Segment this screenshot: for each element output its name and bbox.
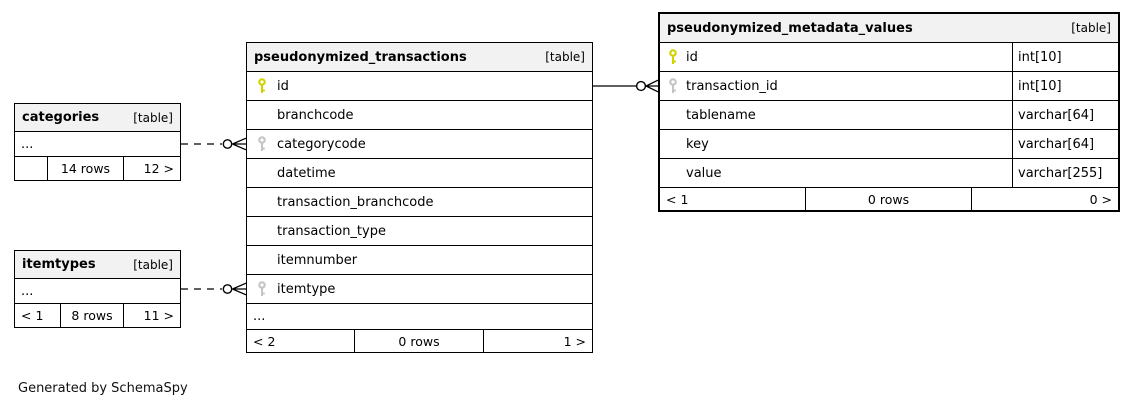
column-row-categorycode: categorycode	[247, 130, 592, 159]
column-row-itemnumber: itemnumber	[247, 246, 592, 275]
footer-parents: < 1	[660, 188, 806, 210]
table-pseudonymized-transactions[interactable]: pseudonymized_transactions [table] id br…	[246, 42, 593, 353]
footer-row-count: 8 rows	[61, 304, 124, 327]
column-name: value	[686, 165, 722, 181]
table-itemtypes[interactable]: itemtypes [table] ... < 1 8 rows 11 >	[14, 250, 181, 328]
table-pseudonymized-transactions-footer: < 2 0 rows 1 >	[247, 330, 592, 352]
column-name: id	[277, 78, 289, 94]
table-pseudonymized-metadata-values-header[interactable]: pseudonymized_metadata_values [table]	[660, 14, 1118, 43]
column-row-id: id int[10]	[660, 43, 1118, 72]
table-categories[interactable]: categories [table] ... 14 rows 12 >	[14, 103, 181, 181]
table-title[interactable]: itemtypes	[22, 257, 96, 272]
column-type: varchar[64]	[1012, 101, 1118, 129]
column-type: int[10]	[1012, 72, 1118, 100]
footer-children: 12 >	[143, 161, 174, 176]
table-itemtypes-header[interactable]: itemtypes [table]	[15, 251, 180, 279]
table-pseudonymized-metadata-values[interactable]: pseudonymized_metadata_values [table] id…	[658, 12, 1120, 212]
column-name: datetime	[277, 165, 336, 181]
column-row-branchcode: branchcode	[247, 101, 592, 130]
table-title[interactable]: pseudonymized_transactions	[254, 49, 467, 65]
collapsed-columns-row: ...	[247, 304, 592, 330]
primary-key-icon	[247, 78, 277, 94]
footer-parents	[15, 157, 48, 180]
column-row-tablename: tablename varchar[64]	[660, 101, 1118, 130]
column-row-transaction-id: transaction_id int[10]	[660, 72, 1118, 101]
table-pseudonymized-transactions-header[interactable]: pseudonymized_transactions [table]	[247, 43, 592, 72]
ellipsis-label: ...	[253, 309, 266, 324]
foreign-key-icon	[660, 78, 686, 94]
column-row-key: key varchar[64]	[660, 130, 1118, 159]
table-itemtypes-footer: < 1 8 rows 11 >	[15, 304, 180, 327]
table-categories-footer: 14 rows 12 >	[15, 157, 180, 180]
relationship-categories-categorycode	[181, 137, 247, 151]
column-row-itemtype: itemtype	[247, 275, 592, 304]
table-type-badge: [table]	[1071, 21, 1111, 35]
footer-children: 0 >	[1089, 191, 1112, 207]
table-type-badge: [table]	[133, 257, 173, 272]
column-name: categorycode	[277, 136, 366, 152]
column-row-transaction-type: transaction_type	[247, 217, 592, 246]
column-row-transaction-branchcode: transaction_branchcode	[247, 188, 592, 217]
column-name: tablename	[686, 107, 756, 123]
footer-children: 1 >	[563, 333, 586, 349]
column-row-value: value varchar[255]	[660, 159, 1118, 188]
column-type: int[10]	[1012, 43, 1118, 71]
foreign-key-icon	[247, 281, 277, 297]
column-row-datetime: datetime	[247, 159, 592, 188]
relationship-id-transaction-id	[593, 79, 659, 93]
column-name: id	[686, 49, 698, 65]
column-name: branchcode	[277, 107, 354, 123]
ellipsis-label: ...	[21, 283, 34, 299]
table-type-badge: [table]	[133, 110, 173, 125]
footer-children: 11 >	[143, 308, 174, 323]
table-type-badge: [table]	[545, 50, 585, 64]
footer-row-count: 0 rows	[806, 188, 972, 210]
relationship-itemtypes-itemtype	[181, 282, 247, 296]
column-name: transaction_type	[277, 223, 386, 239]
table-title[interactable]: pseudonymized_metadata_values	[667, 20, 913, 36]
footer-row-count: 14 rows	[48, 157, 124, 180]
column-row-id: id	[247, 72, 592, 101]
column-name: itemnumber	[277, 252, 358, 268]
column-type: varchar[255]	[1012, 159, 1118, 187]
foreign-key-icon	[247, 136, 277, 152]
column-name: key	[686, 136, 709, 152]
column-name: transaction_branchcode	[277, 194, 434, 210]
primary-key-icon	[660, 49, 686, 65]
column-name: transaction_id	[686, 78, 778, 94]
column-name: itemtype	[277, 281, 336, 297]
generated-by-note: Generated by SchemaSpy	[18, 381, 188, 396]
collapsed-columns-row: ...	[15, 132, 180, 157]
ellipsis-label: ...	[21, 136, 34, 152]
table-title[interactable]: categories	[22, 110, 100, 125]
footer-row-count: 0 rows	[355, 330, 484, 352]
column-type: varchar[64]	[1012, 130, 1118, 158]
collapsed-columns-row: ...	[15, 279, 180, 304]
table-pseudonymized-metadata-values-footer: < 1 0 rows 0 >	[660, 188, 1118, 210]
footer-parents: < 1	[15, 304, 61, 327]
table-categories-header[interactable]: categories [table]	[15, 104, 180, 132]
footer-parents: < 2	[247, 330, 355, 352]
